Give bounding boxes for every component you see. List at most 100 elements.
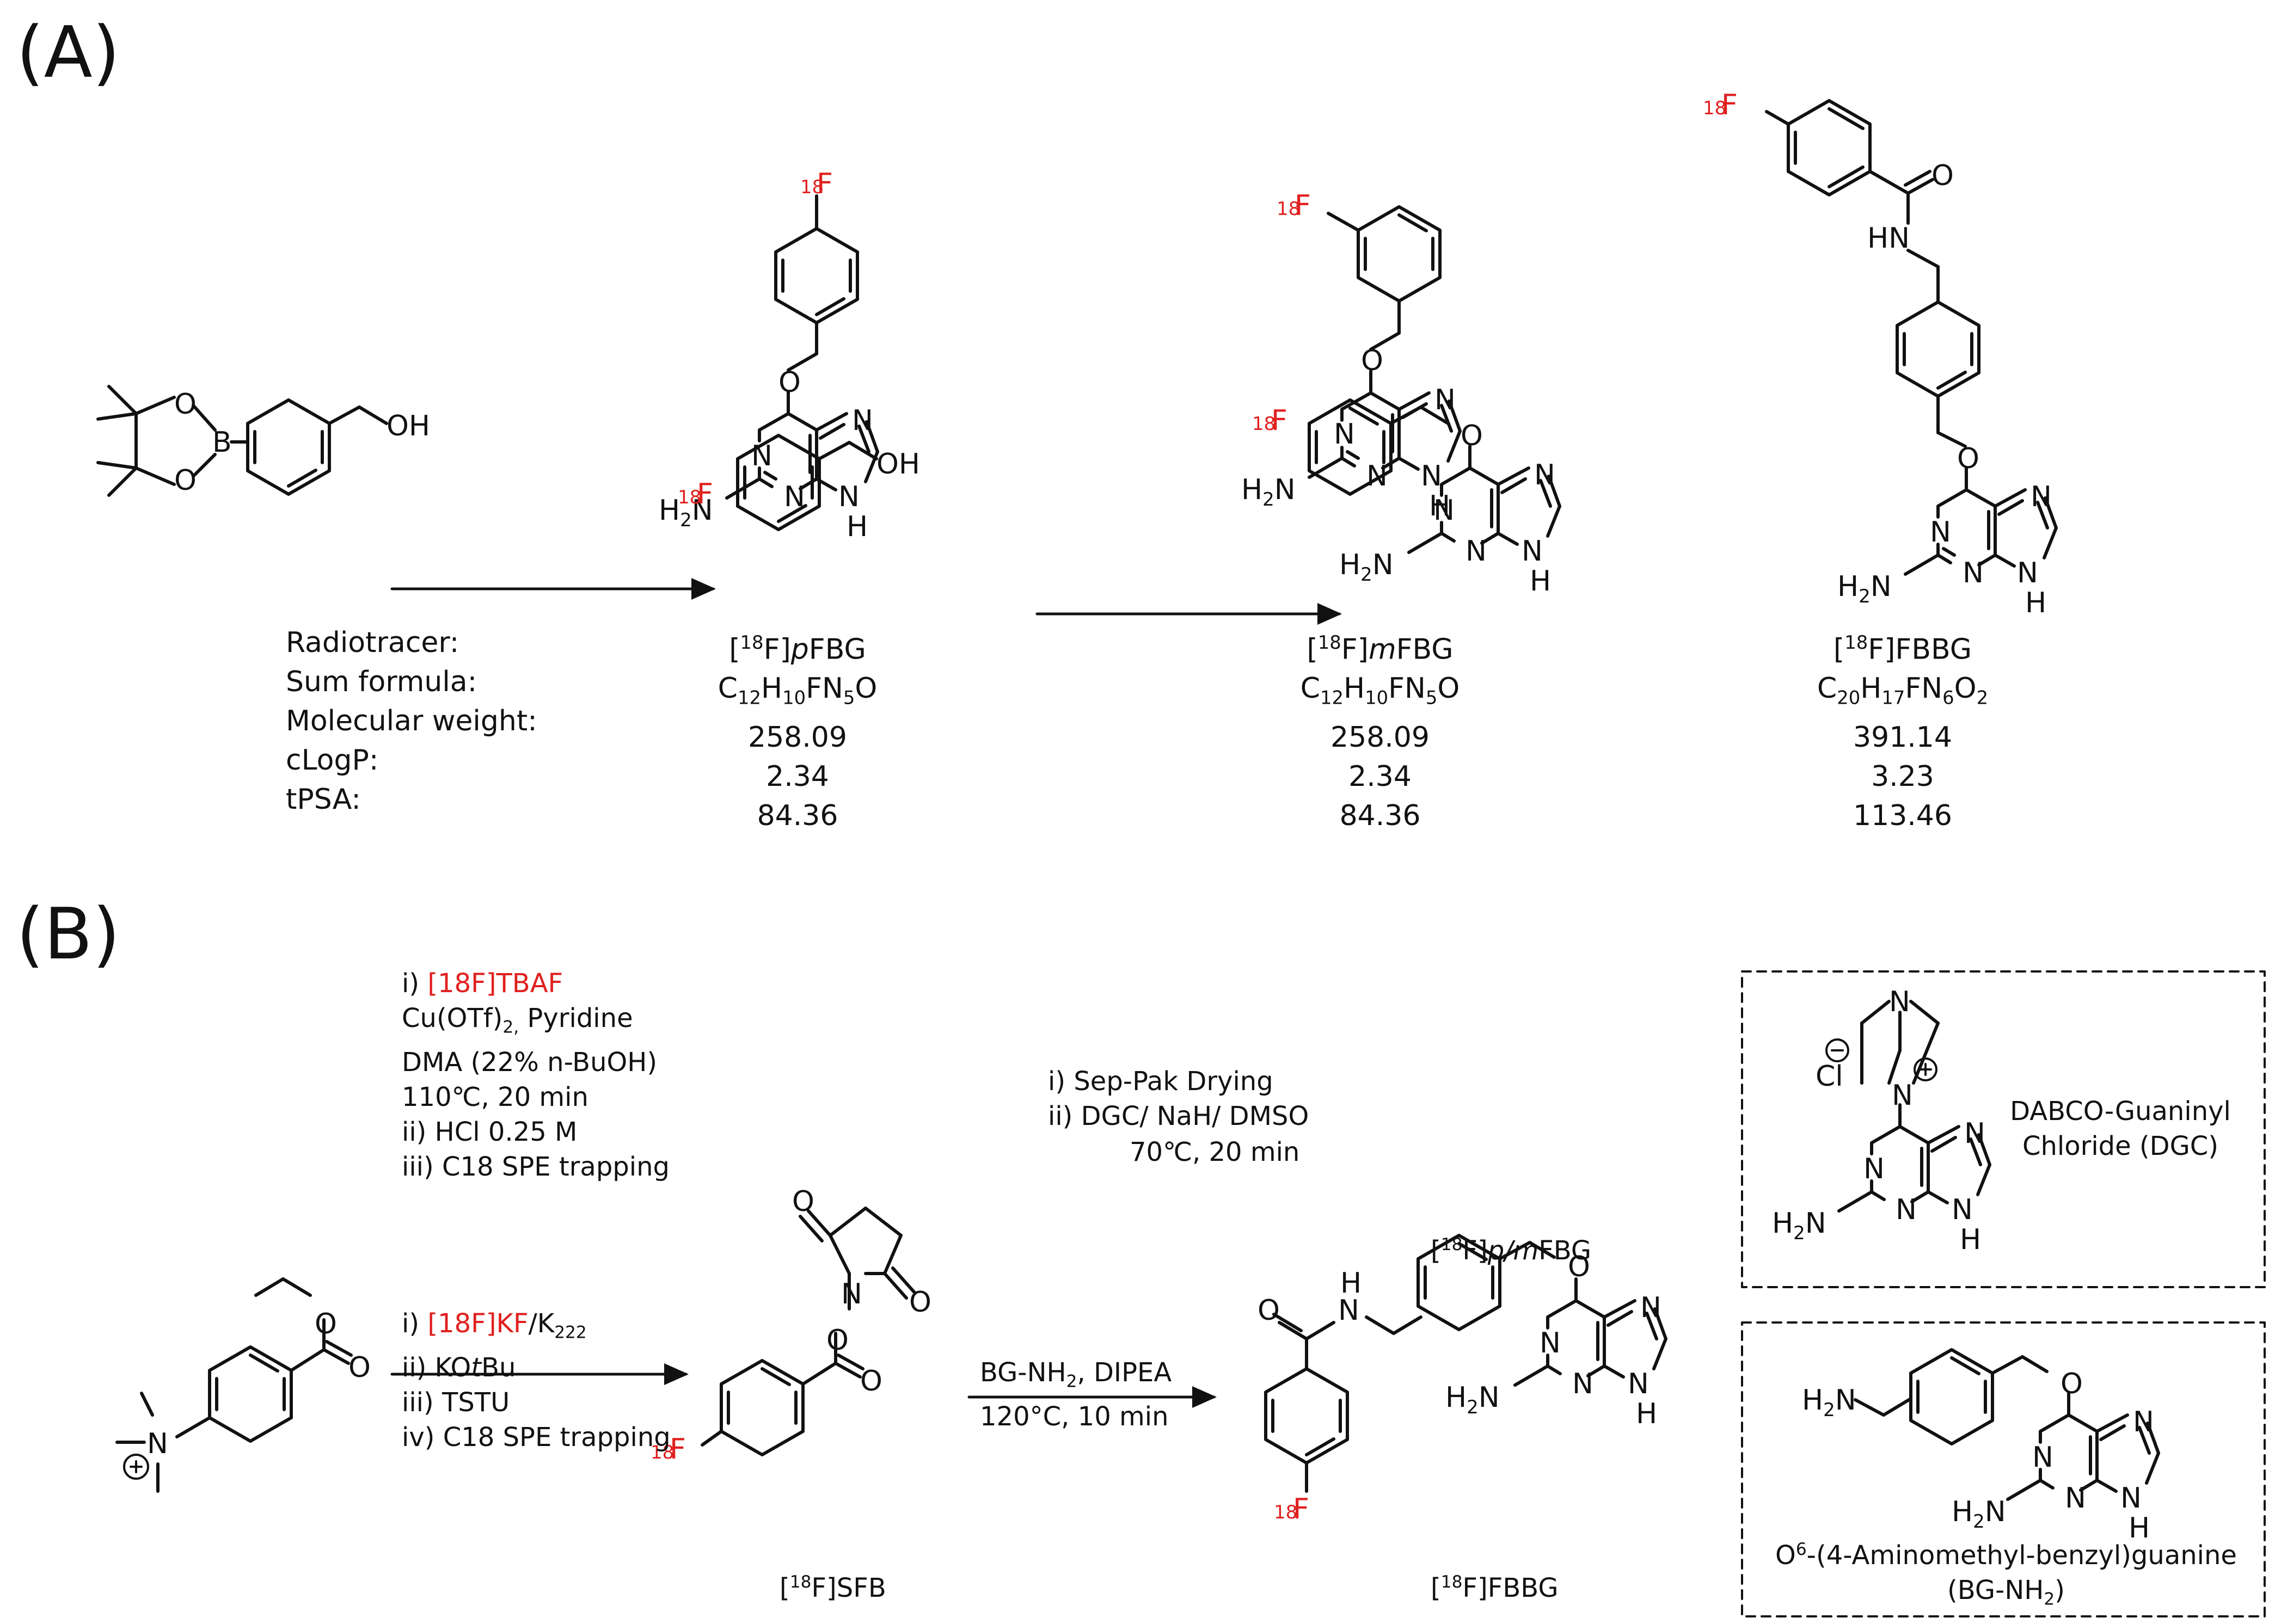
fluoride-reagent: [18F]TBAF [427,968,563,999]
nitrogen-atom: N [2032,1441,2053,1474]
nitrogen-atom: N [838,481,860,513]
tpsa-value: 84.36 [757,799,838,832]
isotope-label: 18 [1252,413,1276,435]
structure-p-m-fbg-product [1308,398,1561,554]
oxygen-atom: O [778,366,801,399]
structure-bg-nh2 [1854,1348,2160,1501]
hydrogen-atom: H [1636,1398,1657,1430]
hydrogen-atom: H [847,510,868,543]
compound-column-mfbg: [18F]mFBG C12H10FN5O 258.09 2.34 84.36 [1301,623,1460,835]
nitrogen-atom: N [1896,1194,1917,1226]
nitrogen-atom: N [1522,535,1543,568]
nitrogen-atom: N [1572,1368,1593,1400]
oxygen-atom: O [826,1324,849,1357]
fluoride-reagent: [18F]KF [427,1308,529,1339]
oxygen-atom: O [1461,420,1483,452]
nitrogen-atom: N [1434,384,1456,416]
amine-group: H2N [659,494,713,531]
panel-label-a: (A) [16,11,120,94]
molecular-weight: 258.09 [748,721,847,754]
boron-atom: B [212,426,232,459]
nitrogen-atom: N [852,404,873,437]
fluorine-atom: F [670,1433,686,1466]
nitrogen-atom: N [751,440,772,472]
product-pmfbg-label: [18F]p/mFBG [1431,1235,1592,1266]
molecular-weight: 391.14 [1853,721,1952,754]
fluorine-atom: F [1295,189,1311,222]
nitrogen-atom: N [1889,986,1910,1018]
molecular-weight: 258.09 [1330,721,1430,754]
oxygen-atom: O [1258,1294,1280,1327]
oxygen-atom: O [909,1286,931,1319]
nitrogen-atom: N [1628,1368,1649,1400]
amine-group: H2N [1772,1207,1826,1244]
scheme2-step1-conditions: i) [18F]KF/K222 ii) KOtBu iii) TSTU iv) … [402,1308,671,1453]
fluorine-atom: F [697,478,713,510]
nitrogen-atom: N [2065,1482,2086,1515]
oxygen-atom: O [174,388,197,421]
isotope-label: 18 [651,1442,674,1463]
fbbg-label: [18F]FBBG [1431,1572,1559,1603]
nitrogen-atom: N [784,481,805,513]
hydrogen-atom: H [1530,565,1551,598]
nitrogen-atom: N [2031,481,2052,513]
structure-fbbg-product [1264,1234,1667,1493]
nitrogen-atom: N [1963,557,1984,589]
nitrogen-atom: N [2017,557,2038,589]
amine-group: H2N [1241,473,1296,510]
sfb-label: [18F]SFB [780,1572,886,1603]
clogp-value: 2.34 [766,760,829,793]
nitrogen-atom: N [1930,516,1951,549]
sum-formula: C12H10FN5O [718,672,878,709]
hydroxyl-group: OH [387,410,430,442]
radiotracer-name: [18F]FBBG [1833,632,1972,666]
structure-ethyl-benzoate-ammonium [115,1277,353,1493]
nitrogen-atom: N [1964,1117,1985,1150]
dgc-box [1741,970,2266,1288]
structure-fluorobenzyl-alcohol [736,434,878,531]
fluorine-atom: F [817,168,833,200]
oxygen-atom: O [1931,159,1954,192]
nitrogen-atom: N [147,1428,168,1460]
hydrogen-atom: H [1429,490,1450,522]
isotope-label: 18 [800,176,824,198]
nitrogen-atom: N [1640,1291,1661,1324]
amine-group: H2N [1837,570,1892,607]
nitrogen-atom: N [1892,1079,1913,1112]
nitrogen-atom: N [841,1278,862,1311]
chloride-ion: Cl [1816,1060,1843,1093]
oxygen-atom: O [2061,1368,2083,1400]
panel-label-b: (B) [16,893,120,975]
hydrogen-atom: H [1340,1267,1362,1300]
oxygen-atom: O [792,1185,814,1218]
radiotracer-name: [18F]pFBG [729,632,866,666]
compound-column-pfbg: [18F]pFBG C12H10FN5O 258.09 2.34 84.36 [718,623,878,835]
fluorine-atom: F [1271,404,1287,437]
nitrogen-atom: N [1421,460,1442,493]
tpsa-value: 84.36 [1339,799,1421,832]
amine-group: H2N [1952,1496,2006,1533]
structure-dgc [1825,1000,1991,1213]
amine-group: H2N [1445,1381,1500,1418]
nitrogen-atom: N [2120,1482,2142,1515]
amine-group: H2N [1339,549,1394,586]
sum-formula: C12H10FN5O [1300,672,1460,709]
nitrogen-atom: N [1534,459,1555,491]
hydrogen-atom: H [1960,1223,1981,1256]
nitrogen-atom: N [2133,1406,2154,1438]
scheme1-step2-conditions: i) Sep-Pak Drying ii) DGC/ NaH/ DMSO [1048,1066,1309,1131]
nitrogen-atom: N [1465,535,1487,568]
nitrogen-atom: N [1366,460,1388,493]
isotope-label: 18 [678,487,701,508]
hydroxyl-group: OH [876,448,920,481]
nitrogen-atom: N [1540,1327,1561,1360]
scheme1-step2-temperature: 70℃, 20 min [1130,1137,1300,1167]
nitrogen-atom: N [1334,418,1355,451]
structure-fbbg [1765,99,2058,576]
oxygen-atom: O [348,1351,371,1384]
oxygen-atom: O [315,1308,337,1340]
hydrogen-atom: H [2025,587,2046,619]
dgc-label: DABCO-Guaninyl Chloride (DGC) [2010,1096,2231,1161]
isotope-label: 18 [1703,97,1726,119]
scheme2-step2-conditions: BG-NH2, DIPEA 120°C, 10 min [980,1357,1172,1432]
